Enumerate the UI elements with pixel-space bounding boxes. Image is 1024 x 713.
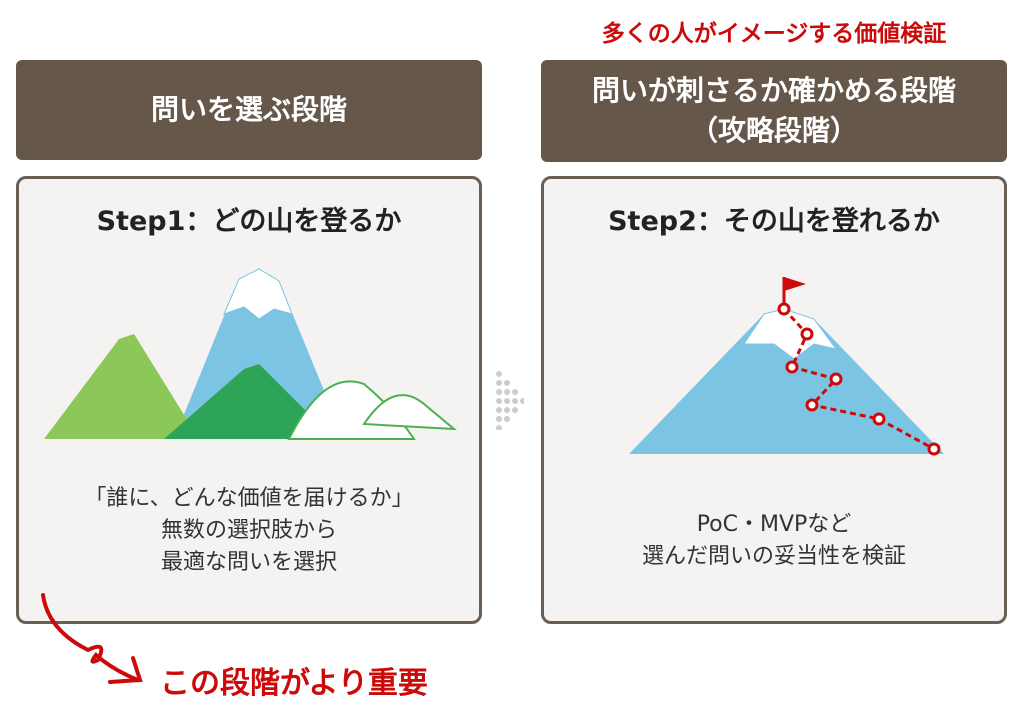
top-note: 多くの人がイメージする価値検証 [601, 21, 947, 47]
right-header-line2: （攻略段階） [689, 114, 858, 147]
step2-card: Step2：その山を登れるか PoC・MVPなど 選んだ問いの妥当性を検証 [541, 176, 1007, 624]
curved-arrow-icon [41, 593, 143, 684]
mountain-path-illustration [629, 277, 944, 456]
step1-title: Step1：どの山を登るか [96, 206, 402, 237]
step1-card: Step1：どの山を登るか 「誰に、どんな価値を届けるか」 無数の選択肢から 最… [16, 176, 482, 624]
step2-desc-line2: 選んだ問いの妥当性を検証 [641, 544, 906, 569]
step2-title: Step2：その山を登れるか [608, 206, 940, 237]
step1-desc-line3: 最適な問いを選択 [160, 550, 337, 575]
step2-desc-line1: PoC・MVPなど [696, 512, 852, 537]
arrow-dots-icon [496, 371, 524, 430]
left-header-text: 問いを選ぶ段階 [150, 93, 347, 126]
left-header: 問いを選ぶ段階 [16, 60, 482, 160]
right-header-line1: 問いが刺さるか確かめる段階 [591, 74, 956, 107]
mountains-illustration [44, 268, 457, 440]
right-header: 問いが刺さるか確かめる段階 （攻略段階） [541, 60, 1007, 162]
step1-desc-line2: 無数の選択肢から [160, 518, 337, 543]
emphasis-text: この段階がより重要 [160, 666, 428, 701]
step1-desc-line1: 「誰に、どんな価値を届けるか」 [84, 486, 414, 511]
